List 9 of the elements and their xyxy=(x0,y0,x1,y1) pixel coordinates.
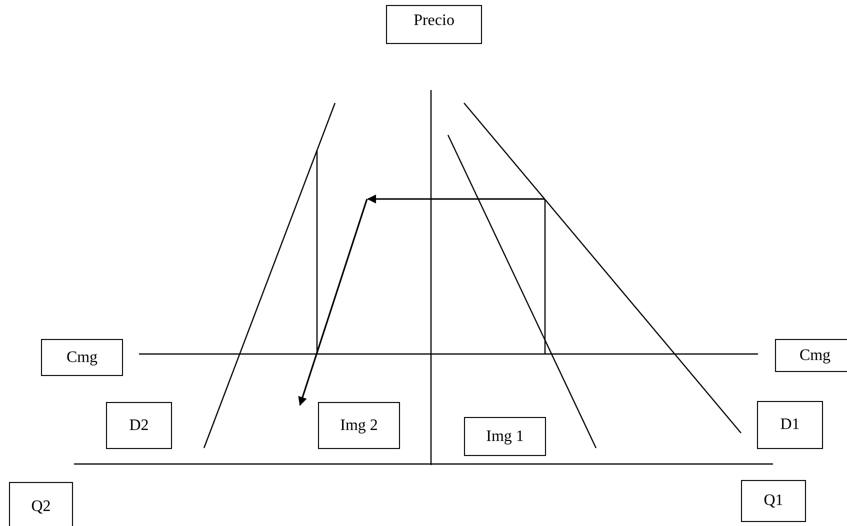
label-box: Img 1 xyxy=(464,417,546,456)
label-box: Precio xyxy=(386,5,482,44)
label-box: Q1 xyxy=(741,480,806,522)
label-box: D2 xyxy=(106,402,172,449)
label-box: D1 xyxy=(757,401,823,449)
label-box: Q2 xyxy=(9,482,73,526)
label-box: Cmg xyxy=(775,339,847,372)
label-box: Img 2 xyxy=(318,402,400,449)
label-box: Cmg xyxy=(41,339,123,376)
